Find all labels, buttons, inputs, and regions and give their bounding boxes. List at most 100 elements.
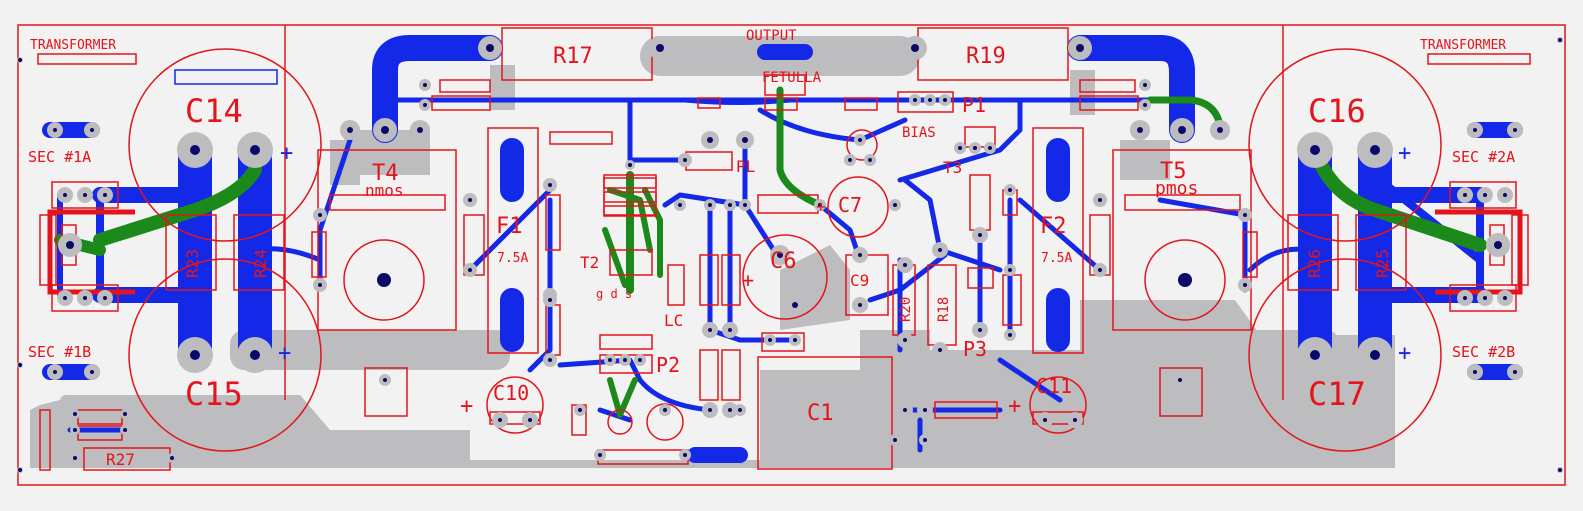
pad-drill [1370,145,1380,155]
p2-label: P2 [656,353,680,377]
pad-drill [1310,145,1320,155]
pad-drill [486,44,494,52]
pad-drill [53,128,57,132]
pad-drill [1513,128,1517,132]
pad-drill [978,233,982,237]
pad-drill [958,146,962,150]
pad-drill [911,44,919,52]
pad-drill [1473,370,1477,374]
pad-drill [318,283,322,287]
pad-drill [858,138,862,142]
f2-rating-label: 7.5A [1041,251,1072,266]
bottom-copper [42,35,1523,463]
pad-drill [777,252,783,258]
pad-drill [383,378,387,382]
pad-drill [1370,350,1380,360]
pad-drill [53,370,57,374]
pad-drill [943,98,947,102]
pad-drill [923,408,927,412]
p3-label: P3 [963,337,987,361]
c17-polarity-mark: + [1398,341,1411,366]
pad-drill [1073,418,1077,422]
pad-drill [1143,83,1147,87]
sec2a-label: SEC #2A [1452,148,1515,166]
pad-drill [468,198,472,202]
pad-drill [123,428,127,432]
pad-drill [1137,127,1143,133]
pad-drill [708,328,712,332]
pad-drill [548,183,552,187]
bias-label: BIAS [902,125,936,141]
pad-drill [938,248,942,252]
pl-label: PL [736,157,755,176]
pad-drill [1008,333,1012,337]
pad-drill [913,98,917,102]
pad-drill [347,127,353,133]
c7-polarity-mark: + [816,197,826,216]
pad-drill [978,328,982,332]
f1-label: F1 [496,214,523,239]
pad-drill [903,338,907,342]
pad-drill [90,370,94,374]
connector-brackets [47,209,1523,295]
pad-drill [1483,296,1487,300]
c1-label: C1 [807,401,834,426]
pad-drill [683,158,687,162]
pad-drill [18,58,22,62]
pad-drill [923,438,927,442]
p1-label: P1 [962,93,986,117]
pad-drill [938,348,942,352]
pad-drill [928,98,932,102]
sec2b-label: SEC #2B [1452,343,1515,361]
c17-outline [1248,258,1442,452]
pad-drill [250,145,260,155]
c10-label: C10 [493,381,529,405]
silkscreen [17,24,1566,486]
pad-drill [608,358,612,362]
pad-drill [628,163,632,167]
t2-pins-label: g d s [596,287,632,301]
c17-label: C17 [1308,375,1366,413]
c15-polarity-mark: + [278,341,291,366]
pad-drill [1098,198,1102,202]
pad-drill [893,203,897,207]
pad-drill [1043,418,1047,422]
pad-drill [66,241,74,249]
pad-drill [623,358,627,362]
c6-polarity-mark: + [742,268,754,292]
pad-drill [793,338,797,342]
transformer-right-label: TRANSFORMER [1420,38,1506,53]
pad-drill [903,263,907,267]
pad-drill [988,146,992,150]
pad-drill [708,408,712,412]
pad-drill [83,296,87,300]
pad-drill [73,456,77,460]
pmos-label: pmos [1155,178,1198,199]
sec1b-label: SEC #1B [28,343,91,361]
lc-label: LC [664,311,683,330]
pad-drill [250,350,260,360]
t3-label: T3 [943,158,962,177]
output-label: OUTPUT [746,28,797,44]
pad-drill [123,412,127,416]
pads [17,36,1563,473]
pad-drill [73,412,77,416]
pad-drill [528,418,532,422]
pad-drill [1473,128,1477,132]
pad-drill [417,127,423,133]
pad-drill [63,296,67,300]
pad-drill [190,350,200,360]
pad-drill [708,203,712,207]
pad-drill [1558,468,1562,472]
c14-polarity-mark: + [280,141,293,166]
c15-label: C15 [185,375,243,413]
pad-drill [1008,268,1012,272]
pad-drill [678,203,682,207]
c14-label: C14 [185,92,243,130]
r23-label: R23 [183,249,202,278]
pad-drill [728,203,732,207]
r25-label: R25 [1373,249,1392,278]
pad-drill [468,268,472,272]
pad-drill [903,408,907,412]
